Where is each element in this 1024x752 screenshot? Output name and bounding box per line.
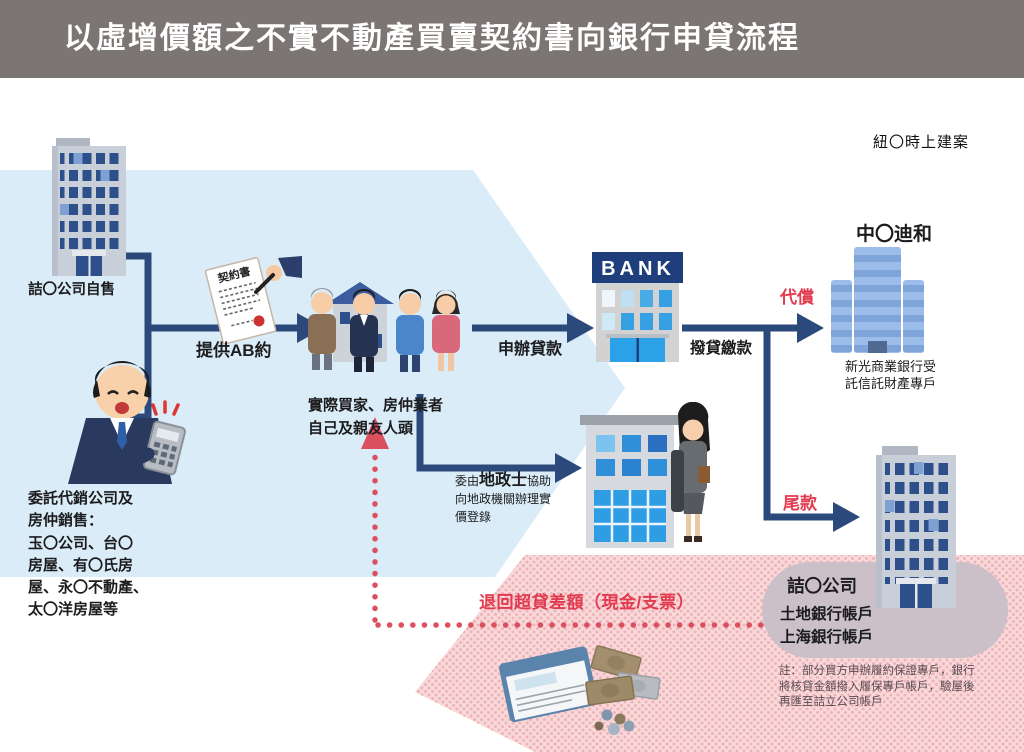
buyers-label-line1: 實際買家、房仲業者 [308,397,444,414]
footnote-line2: 將核貸金額撥入履保專戶帳戶，驗屋後 [779,680,975,693]
title-bar: 以虛增價額之不實不動產買賣契約書向銀行申貸流程 [0,0,1024,78]
company-blob-accounts: 土地銀行帳戶 上海銀行帳戶 [780,604,873,649]
buyers-label: 實際買家、房仲業者 自己及親友人頭 [308,394,443,440]
arrow-final-payment-shaft [763,331,834,521]
sales-agent-line: 玉〇公司、台〇 [28,534,134,552]
seller-building-icon [52,138,126,276]
contract-document-icon: 契約書 [204,256,302,345]
sales-agent-line: 屋、永〇不動產、 [28,579,149,597]
zhongdihe-caption-line2: 託信託財產專戶 [845,376,937,391]
land-agent-label-line3: 價登錄 [455,510,492,524]
refund-label: 退回超貸差額（現金/支票） [479,593,695,612]
zhongdihe-caption-line1: 新光商業銀行受 [845,359,937,374]
company-account-2: 上海銀行帳戶 [780,628,874,646]
arrow-land-agent-shaft [416,394,556,472]
buyers-group-icon [308,282,460,372]
zhongdihe-building-icon [831,247,924,353]
bank-sign-text: BANK [601,258,675,280]
zhongdihe-title: 中〇迪和 [856,224,933,245]
zhongdihe-caption: 新光商業銀行受 託信託財產專戶 [845,358,936,392]
land-agent-label-line2: 向地政機關辦理實 [455,492,552,506]
arrow-final-payment-head [833,502,860,532]
sales-agent-icon [68,361,186,484]
footnote-line1: 註：部分買方申辦履約保證專戶，銀行 [779,665,975,677]
company-blob-name: 詰〇公司 [787,576,857,596]
corner-note: 紐〇時上建案 [873,134,970,151]
sales-agent-text-block: 委託代銷公司及 房仲銷售： 玉〇公司、台〇 房屋、有〇氏房 屋、永〇不動產、 太… [28,488,148,622]
cash-and-check-icon [499,645,661,735]
page-title: 以虛增價額之不實不動產買賣契約書向銀行申貸流程 [64,22,800,55]
repay-label: 代償 [780,288,814,307]
company-account-1: 土地銀行帳戶 [780,606,874,623]
sales-agent-line: 房屋、有〇氏房 [28,556,134,574]
arrow-land-agent-head [555,453,582,483]
final-payment-label: 尾款 [783,494,817,513]
sales-agent-line: 房仲銷售： [28,512,104,530]
signing-hand-sleeve [278,256,302,278]
disburse-label: 撥貸繳款 [690,340,753,357]
provide-ab-label: 提供AB約 [196,341,272,360]
refund-arrow-head [361,417,389,449]
land-agent-seg2: 地政士 [479,472,528,489]
arrow-disburse-head [797,313,824,343]
footnote-line3: 再匯至詰立公司帳戶 [779,696,883,708]
land-agent-label: 委由地政士協助 向地政機關辦理實 價登錄 [455,472,551,526]
company-building-icon [876,446,956,608]
seller-building-label: 詰〇公司自售 [28,282,115,298]
land-agent-seg3: 協助 [527,474,552,488]
sales-agent-line: 太〇洋房屋等 [28,601,119,619]
bank-building-icon: BANK [592,252,683,362]
footnote: 註：部分買方申辦履約保證專戶，銀行 將核貸金額撥入履保專戶帳戶，驗屋後 再匯至詰… [779,664,1019,711]
land-office-icon [580,402,710,548]
land-agent-label-line1: 委由地政士協助 [455,472,551,490]
apply-loan-label: 申辦貸款 [498,341,563,358]
sales-agent-line: 委託代銷公司及 [28,490,134,507]
land-agent-seg1: 委由 [455,474,480,488]
arrow-apply-loan-head [567,313,594,343]
buyers-label-line2: 自己及親友人頭 [308,420,414,437]
